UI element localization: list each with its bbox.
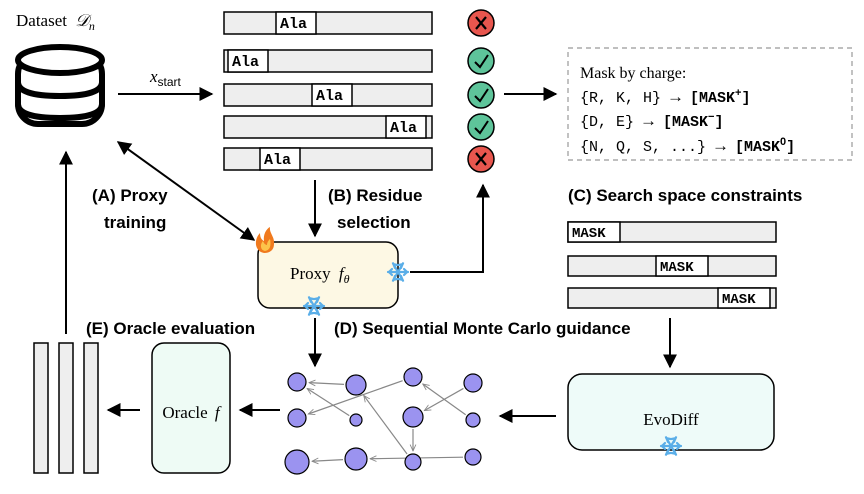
particle-node [402, 406, 424, 428]
token-label: Ala [390, 120, 417, 137]
particle-edge [312, 460, 344, 462]
token-box [311, 83, 353, 107]
result-bar-1 [33, 342, 49, 474]
masked-sequence-row: MASK [567, 287, 777, 309]
token-box [385, 115, 427, 139]
particle-edge [423, 384, 467, 416]
sequence-row: Ala [223, 145, 495, 173]
flame-icon [255, 227, 275, 253]
result-bar-3 [83, 342, 99, 474]
proxy-to-checks-arrow [410, 183, 490, 273]
token-box [227, 49, 269, 73]
masked-sequence-list: MASK MASK MASK [567, 221, 777, 309]
mask-token-label: MASK [660, 260, 694, 276]
sequence-bar [223, 115, 433, 139]
particle-node [287, 408, 307, 428]
particle-node [465, 412, 481, 428]
step-b-label-2: selection [337, 213, 411, 232]
oracle-box [151, 342, 231, 474]
sequence-row: Ala [223, 47, 495, 75]
token-label: Ala [264, 152, 291, 169]
evodiff-box [567, 373, 775, 451]
particle-edge [309, 383, 345, 385]
database-icon [15, 44, 105, 127]
masked-sequence-row: MASK [567, 255, 777, 277]
step-d-label: (D) Sequential Monte Carlo guidance [334, 319, 631, 338]
mask-rule-rows: {R, K, H}→[MASK+] {D, E}→[MASK−] {N, Q, S,… [580, 87, 795, 156]
token-box [275, 11, 317, 35]
step-e-label: (E) Oracle evaluation [86, 319, 255, 338]
particle-edge [308, 380, 403, 414]
smc-particle-graph [284, 367, 483, 475]
proxy-training-arrow [116, 141, 256, 241]
mask-token-box [567, 221, 621, 243]
token-box [259, 147, 301, 171]
sequence-row: Ala [223, 9, 495, 37]
particle-edge [364, 395, 408, 455]
token-label: Ala [316, 88, 343, 105]
mask-token-label: MASK [572, 226, 606, 242]
particle-node [344, 447, 368, 471]
sequence-row: Ala [223, 81, 495, 109]
token-label: Ala [232, 54, 259, 71]
particle-node [349, 413, 363, 427]
particle-node [284, 449, 310, 475]
cross-icon [467, 9, 495, 37]
mask-rule-box [567, 47, 853, 161]
step-b-label-1: (B) Residue [328, 186, 422, 205]
x-start-label: xstart [149, 67, 182, 89]
mask-rule: {N, Q, S, ...}→[MASK0] [580, 136, 795, 156]
mask-rule: {R, K, H}→[MASK+] [580, 87, 750, 107]
evodiff-label: EvoDiff [643, 410, 699, 429]
mask-token-label: MASK [722, 292, 756, 308]
particle-node [403, 367, 423, 387]
result-bar-2 [58, 342, 74, 474]
dataset-label: Dataset 𝒟n [16, 11, 95, 33]
proxy-label: Proxy fθ [290, 264, 350, 286]
token-label: Ala [280, 16, 307, 33]
masked-sequence-row: MASK [567, 221, 777, 243]
sequence-bar [223, 49, 433, 73]
particle-edge [307, 388, 350, 417]
particle-node [404, 453, 422, 471]
sequence-bar [223, 147, 433, 171]
oracle-label: Oracle f [162, 403, 222, 422]
particle-node [287, 372, 307, 392]
mask-rule-title: Mask by charge: [580, 65, 686, 82]
step-a-label-1: (A) Proxy [92, 186, 168, 205]
particle-node [345, 374, 367, 396]
proxy-box [257, 241, 399, 309]
check-icon [467, 113, 495, 141]
step-c-label: (C) Search space constraints [568, 186, 802, 205]
particle-node [464, 448, 482, 466]
cross-icon [467, 145, 495, 173]
step-a-label-2: training [104, 213, 166, 232]
sequence-row: Ala [223, 113, 495, 141]
mask-token-box [655, 255, 709, 277]
mask-token-box [717, 287, 771, 309]
check-icon [467, 81, 495, 109]
particle-node [463, 373, 483, 393]
check-icon [467, 47, 495, 75]
mask-rule: {D, E}→[MASK−] [580, 111, 723, 131]
sequence-bar [223, 11, 433, 35]
